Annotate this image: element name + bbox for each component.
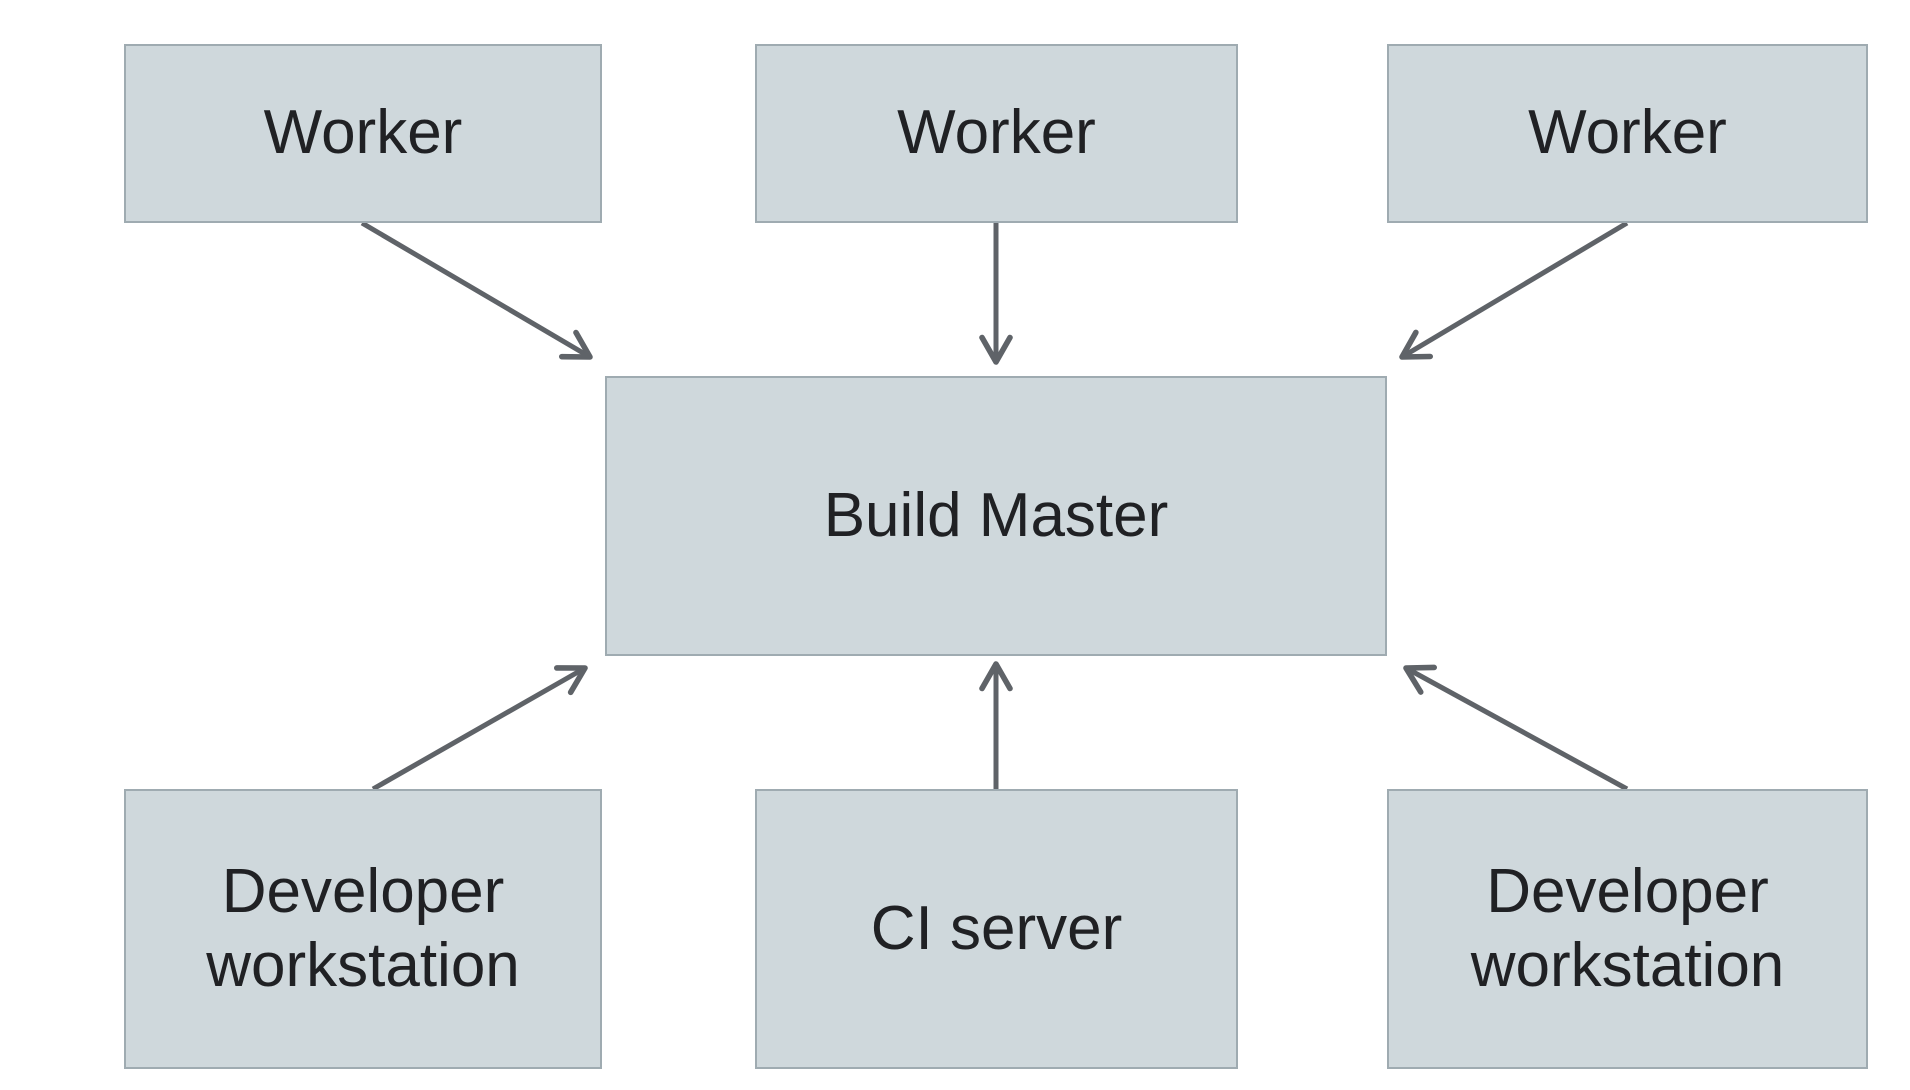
node-worker-1-label: Worker (263, 98, 463, 168)
node-developer-workstation-left-label: Developer workstation (206, 856, 520, 1000)
edge-worker-1-to-build-master (360, 220, 593, 360)
node-worker-1: Worker (124, 44, 602, 223)
node-developer-workstation-right-label: Developer workstation (1470, 856, 1785, 1000)
node-developer-workstation-left: Developer workstation (124, 789, 602, 1069)
node-worker-2: Worker (755, 44, 1238, 223)
node-worker-3-label: Worker (1528, 98, 1727, 168)
edge-developer-workstation-left-to-build-master (371, 665, 588, 792)
node-ci-server: CI server (755, 789, 1238, 1069)
edge-developer-workstation-right-to-build-master (1403, 664, 1629, 792)
node-ci-server-label: CI server (870, 893, 1123, 963)
edge-worker-3-to-build-master (1399, 220, 1629, 360)
node-developer-workstation-right: Developer workstation (1387, 789, 1868, 1069)
node-worker-3: Worker (1387, 44, 1868, 223)
node-build-master-label: Build Master (823, 480, 1169, 550)
node-worker-2-label: Worker (897, 98, 1096, 168)
node-build-master: Build Master (605, 376, 1387, 656)
